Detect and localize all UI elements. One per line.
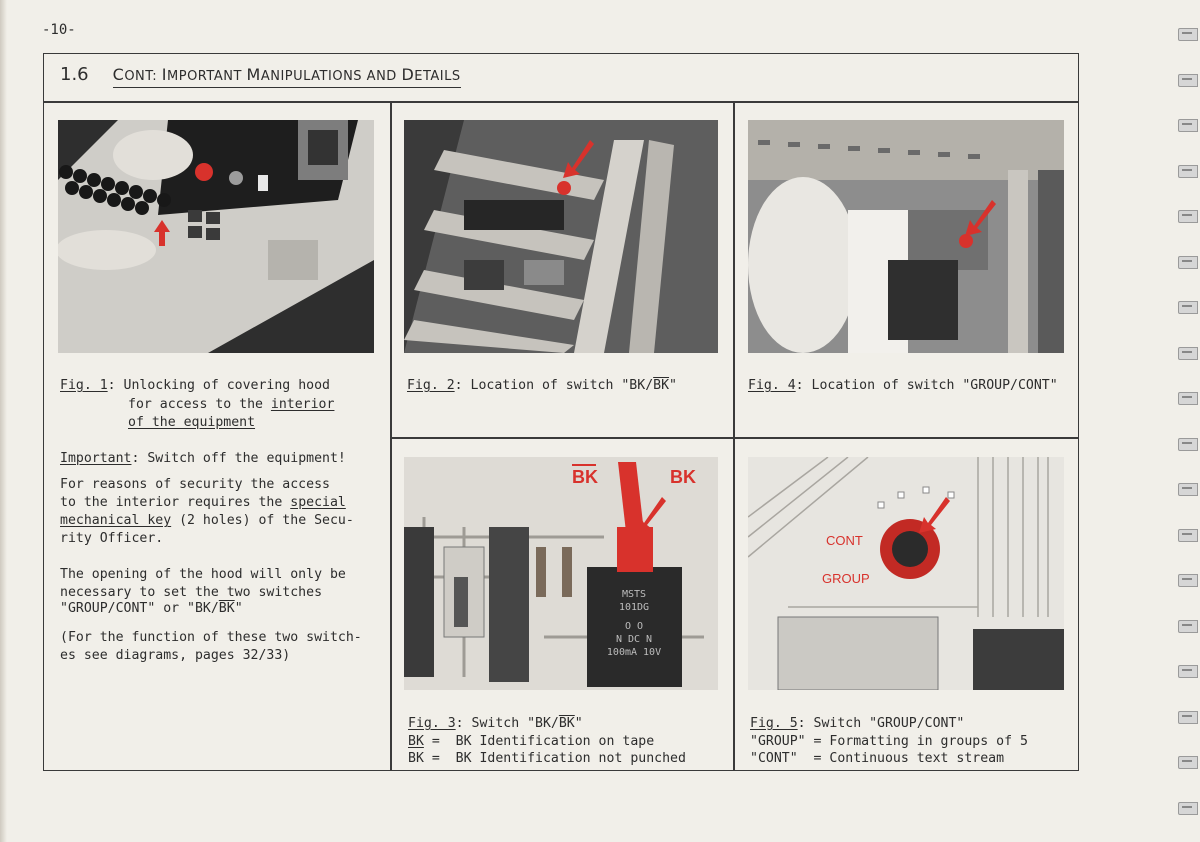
security-paragraph-line3: mechanical key (2 holes) of the Secu- <box>60 513 354 528</box>
function-paragraph-line2: es see diagrams, pages 32/33) <box>60 648 291 663</box>
content-frame <box>43 53 1079 771</box>
function-paragraph-line1: (For the function of these two switch- <box>60 630 362 645</box>
fig3-photo: BK BK MSTS 101DG O O N DC N 100mA 10V <box>404 457 718 690</box>
fig3-legend-row2: BK = BK Identification not punched <box>408 751 686 766</box>
section-number: 1.6 <box>60 64 89 85</box>
binding-ring <box>1178 574 1198 587</box>
binding-ring <box>1178 164 1198 178</box>
fig3-label-bk-bar: BK <box>572 467 598 487</box>
fig4-caption: Fig. 4: Location of switch "GROUP/CONT" <box>748 378 1058 393</box>
binding-ring <box>1178 119 1198 132</box>
hood-paragraph-line1: The opening of the hood will only be <box>60 567 346 582</box>
fig5-photo: CONT GROUP <box>748 457 1064 690</box>
page-left-edge <box>0 0 7 842</box>
fig5-legend-row1: "GROUP" = Formatting in groups of 5 <box>750 734 1028 749</box>
fig3-caption: Fig. 3: Switch "BK/BK" <box>408 716 583 731</box>
fig3-label-bk: BK <box>670 467 696 487</box>
fig1-caption-line3: of the equipment <box>128 415 256 430</box>
fig5-caption: Fig. 5: Switch "GROUP/CONT" <box>750 716 965 731</box>
svg-text:MSTS: MSTS <box>622 589 646 600</box>
fig1-caption-line1: Fig. 1: Unlocking of covering hood <box>60 378 330 393</box>
binding-ring <box>1178 756 1198 769</box>
security-paragraph-line2: to the interior requires the special <box>60 495 346 510</box>
row-divider <box>391 437 1079 439</box>
title-divider <box>43 101 1079 103</box>
svg-text:100mA 10V: 100mA 10V <box>607 647 661 658</box>
svg-text:101DG: 101DG <box>619 602 649 613</box>
svg-text:O O: O O <box>625 621 643 632</box>
binding-ring <box>1178 210 1198 223</box>
section-title: 1.6 Cont: Important Manipulations and De… <box>60 64 461 88</box>
fig2-photo <box>404 120 718 353</box>
fig2-caption: Fig. 2: Location of switch "BK/BK" <box>407 378 677 393</box>
binding-ring <box>1178 801 1198 815</box>
security-paragraph-line1: For reasons of security the access <box>60 477 330 492</box>
binding-ring <box>1178 619 1198 633</box>
fig3-legend-row1: BK = BK Identification on tape <box>408 734 655 749</box>
binding-ring <box>1178 437 1198 451</box>
page-number: -10- <box>42 22 76 38</box>
important-note: Important: Switch off the equipment! <box>60 451 346 466</box>
fig5-legend-row2: "CONT" = Continuous text stream <box>750 751 1005 766</box>
binding-ring <box>1178 346 1198 360</box>
binding-ring <box>1178 665 1198 678</box>
column-divider-2 <box>733 101 735 771</box>
security-paragraph-line4: rity Officer. <box>60 531 164 546</box>
binding-ring <box>1178 483 1198 496</box>
hood-paragraph-line2: necessary to set the two switches <box>60 585 323 600</box>
binding-ring <box>1178 301 1198 314</box>
binding-ring <box>1178 528 1198 542</box>
section-heading: Cont: Important Manipulations and Detail… <box>112 65 461 88</box>
binding-ring <box>1178 710 1198 724</box>
svg-text:N DC N: N DC N <box>616 634 652 645</box>
binding-ring <box>1178 28 1198 41</box>
column-divider-1 <box>390 101 392 771</box>
hood-paragraph-line3: "GROUP/CONT" or "BK/BK" <box>60 601 243 616</box>
spiral-binding <box>1178 0 1200 842</box>
binding-ring <box>1178 392 1198 405</box>
binding-ring <box>1178 73 1198 87</box>
fig5-label-group: GROUP <box>822 571 870 586</box>
fig4-photo <box>748 120 1064 353</box>
binding-ring <box>1178 255 1198 269</box>
fig1-caption-line2: for access to the interior <box>128 397 335 412</box>
fig5-label-cont: CONT <box>826 533 863 548</box>
fig1-photo <box>58 120 374 353</box>
